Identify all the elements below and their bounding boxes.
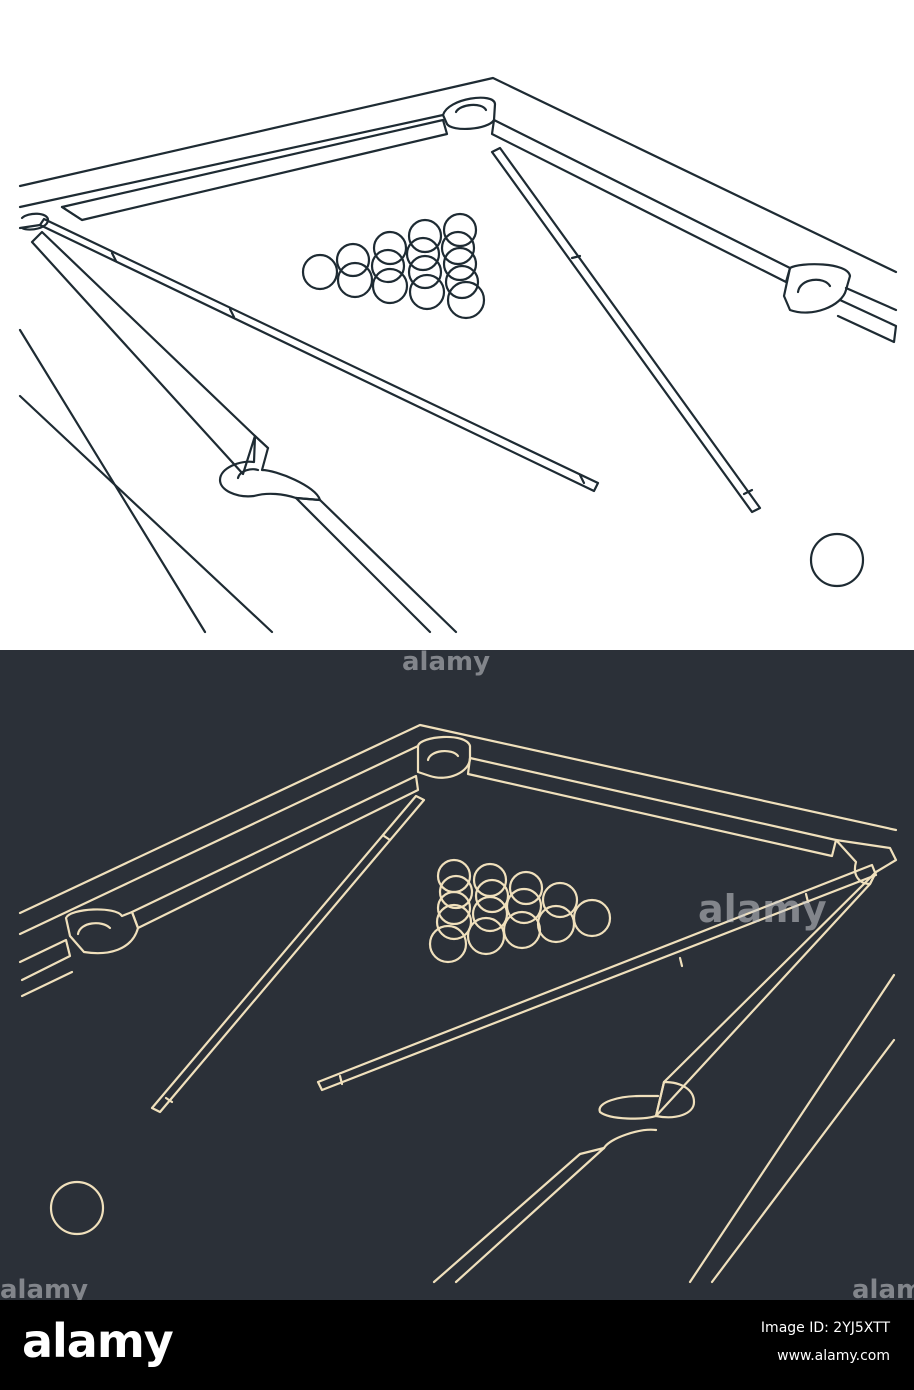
watermark-overlay: alamy alamy alamy alamy (0, 650, 914, 1300)
cue-left (38, 217, 600, 493)
alamy-logo: alamy (22, 1314, 174, 1374)
pocket-top (416, 735, 472, 779)
light-drawing (18, 76, 898, 634)
rail-left (18, 938, 74, 998)
footer-bar: alamy Image ID: 2YJ5XTT www.alamy.com (0, 1300, 914, 1390)
watermark-bottom-right: alamy (852, 1275, 914, 1300)
cue-ball (809, 532, 865, 588)
pocket-bottom (218, 434, 322, 502)
table-outer-frame (18, 76, 898, 634)
cue-left (150, 794, 426, 1114)
rail-left (30, 230, 458, 634)
pocket-bottom (598, 1080, 696, 1150)
logo-text: alamy (22, 1314, 174, 1368)
cue-right (316, 863, 878, 1092)
cue-right (490, 146, 762, 514)
site-url: www.alamy.com (777, 1348, 890, 1364)
pocket-top (441, 96, 497, 130)
watermark-center: alamy (698, 887, 827, 931)
pocket-left (64, 908, 140, 955)
dark-illustration: alamy alamy alamy alamy (0, 650, 914, 1300)
table-outer-frame (18, 723, 898, 1284)
rail-right (490, 118, 898, 344)
watermark-bottom-left: alamy (0, 1275, 88, 1300)
watermark-top: alamy (402, 650, 490, 677)
light-illustration (18, 76, 898, 634)
ball-rack (428, 858, 612, 964)
rail-top (60, 118, 449, 222)
rail-right (432, 870, 878, 1284)
ball-rack (301, 212, 486, 320)
image-id: Image ID: 2YJ5XTT (760, 1320, 890, 1336)
light-illustration-panel (0, 0, 914, 650)
dark-illustration-panel: alamy alamy alamy alamy (0, 650, 914, 1300)
pocket-right (834, 838, 898, 886)
cue-ball (49, 1180, 105, 1236)
pocket-right (782, 263, 852, 314)
dark-drawing (18, 723, 898, 1284)
